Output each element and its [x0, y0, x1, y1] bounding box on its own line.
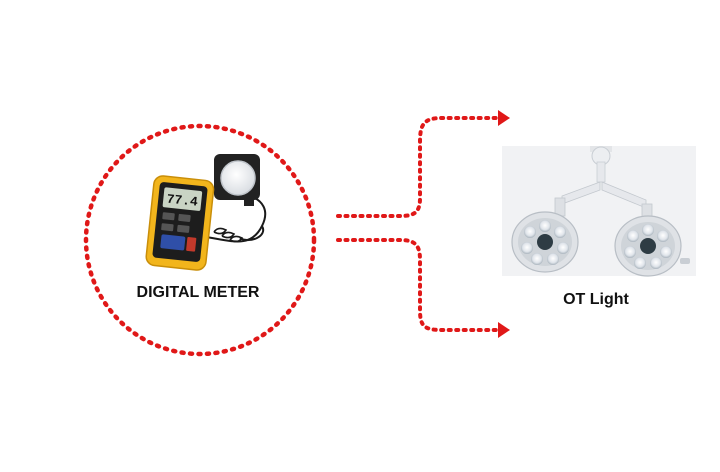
lower-arrowhead: [498, 322, 510, 338]
target-label: OT Light: [563, 291, 629, 308]
connector-arrows: [336, 110, 510, 338]
lamp-head-right: [614, 215, 690, 277]
meter-body: 77.4: [145, 175, 215, 271]
lcd-display: [162, 187, 203, 211]
upper-connector: [336, 116, 499, 218]
source-label: DIGITAL METER: [137, 284, 260, 301]
source-dotted-circle: [83, 123, 317, 357]
light-sensor-probe: [214, 154, 260, 206]
upper-arrowhead: [498, 110, 510, 126]
meter-reading: 77.4: [166, 192, 199, 210]
ot-light-image: [502, 146, 696, 277]
digital-meter-image: 77.4: [145, 154, 267, 271]
lower-connector: [336, 238, 499, 332]
probe-cable: [199, 195, 267, 243]
lamp-head-left: [511, 211, 579, 273]
